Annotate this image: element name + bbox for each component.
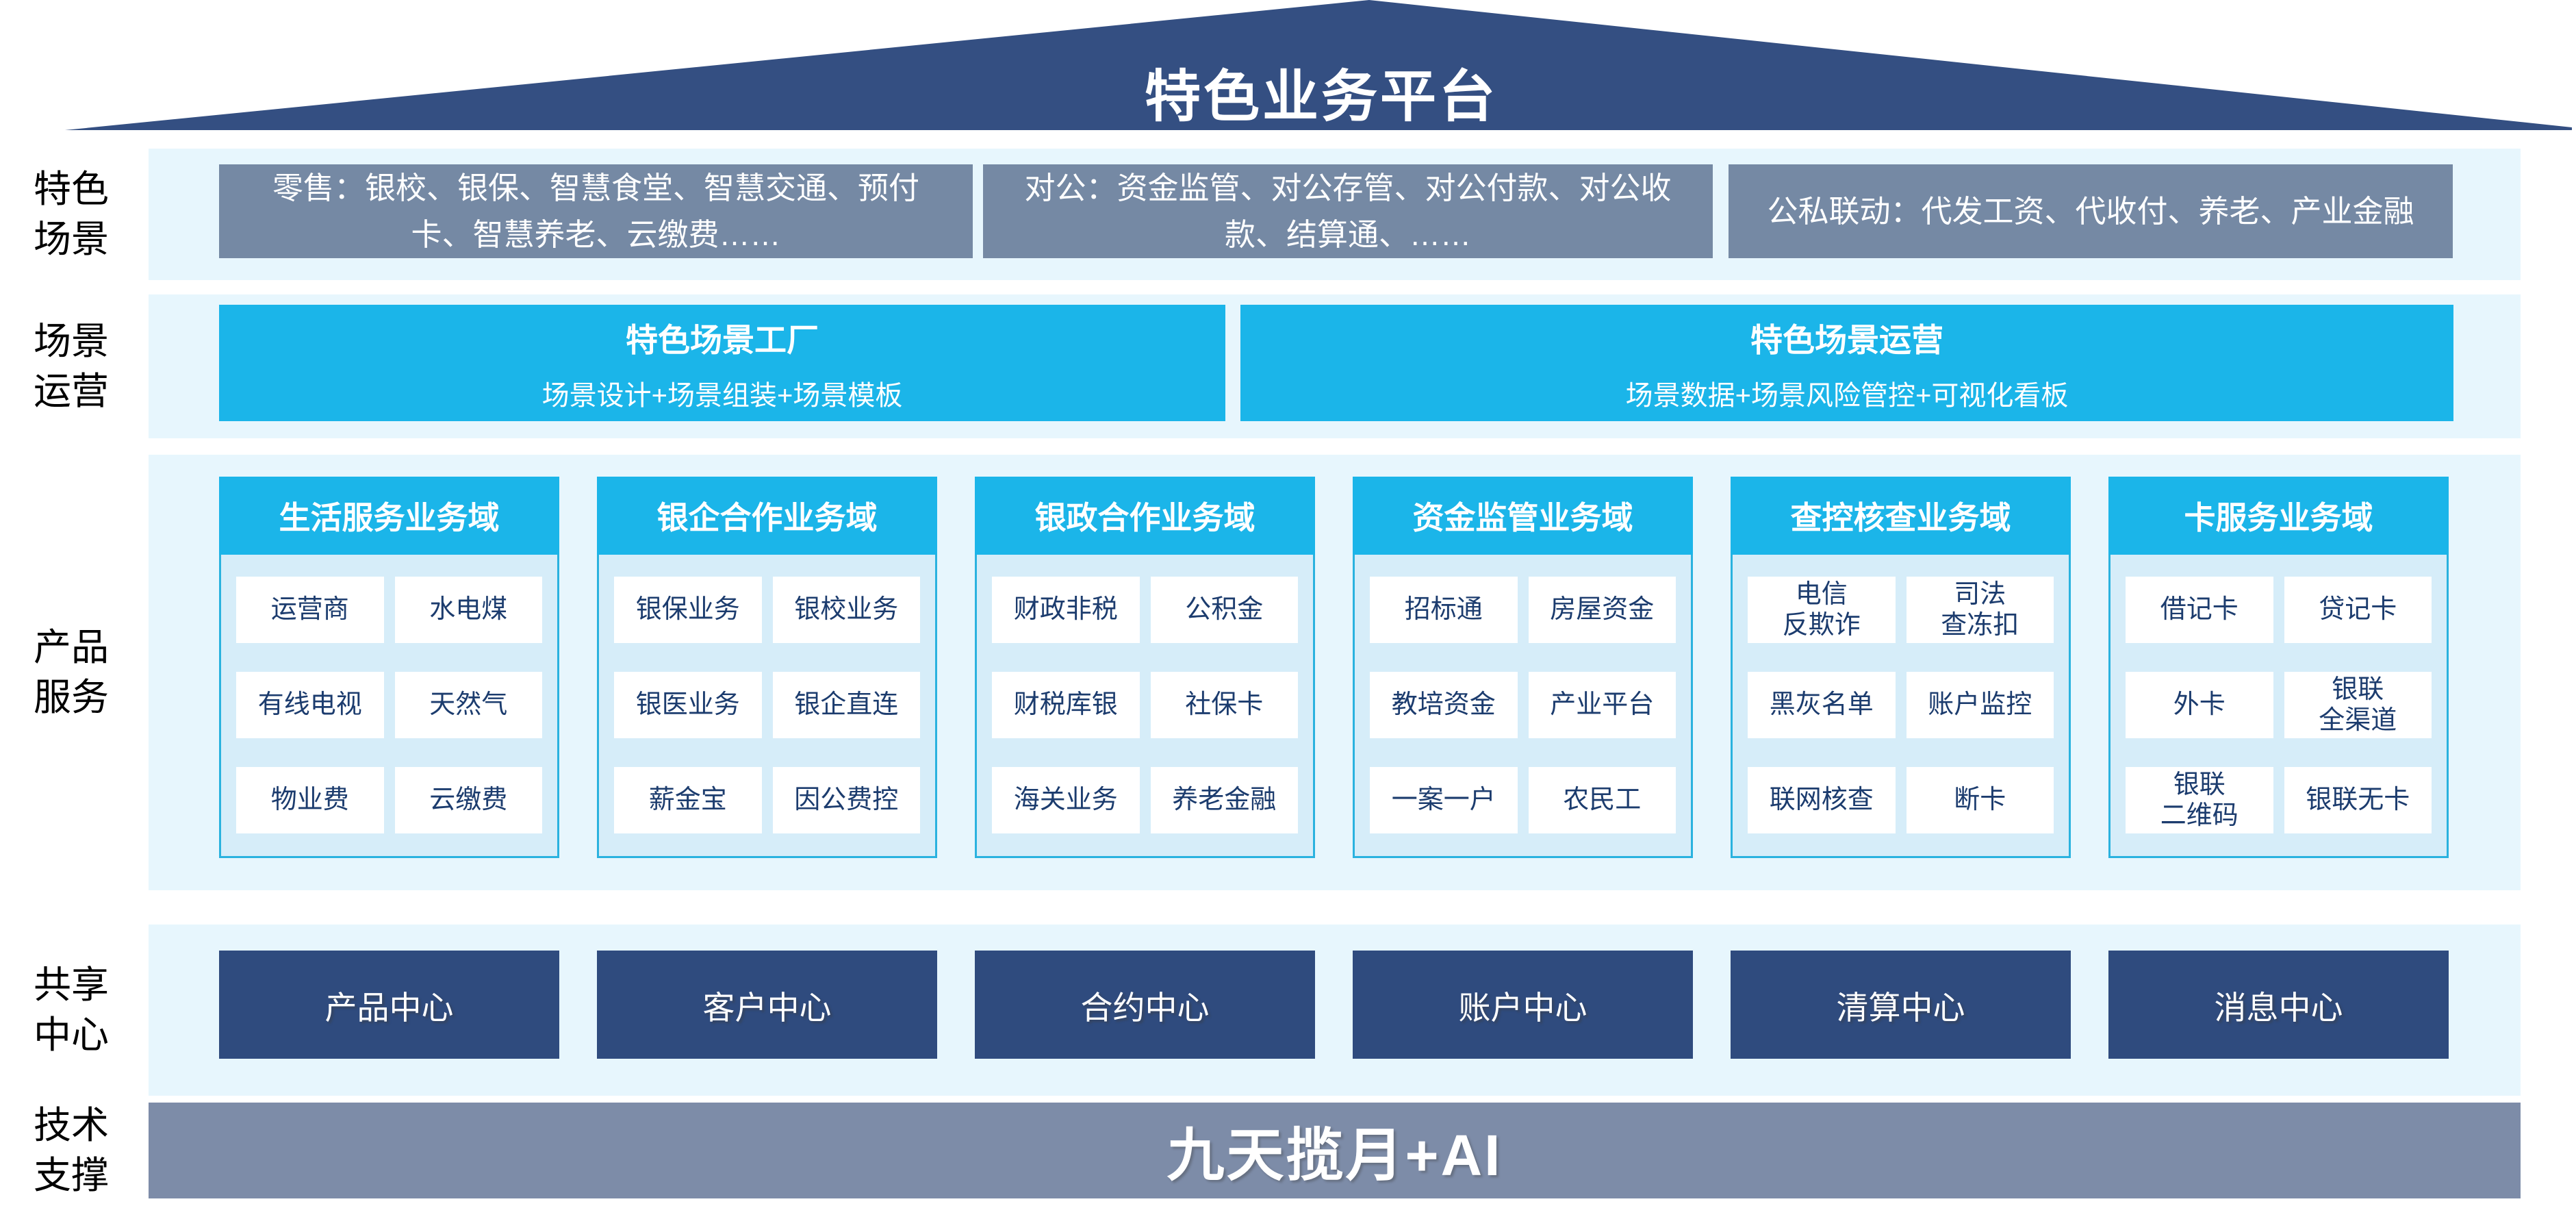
domain-item: 房屋资金 xyxy=(1528,577,1676,643)
domain-item: 银联无卡 xyxy=(2284,767,2432,833)
row-label-products: 产品 服务 xyxy=(33,626,109,718)
center-box-clearing: 清算中心 xyxy=(1731,951,2071,1059)
domain-item: 银联 全渠道 xyxy=(2284,672,2432,738)
domain-item: 银联 二维码 xyxy=(2126,767,2273,833)
domain-item: 农民工 xyxy=(1528,767,1676,833)
domain-body: 运营商 水电煤 有线电视 天然气 物业费 云缴费 xyxy=(219,555,559,858)
domain-item: 公积金 xyxy=(1150,577,1298,643)
shared-center-band: 产品中心 客户中心 合约中心 账户中心 清算中心 消息中心 xyxy=(149,925,2521,1096)
roof-shape xyxy=(65,0,2572,130)
row-label-shared-centers: 共享 中心 xyxy=(33,964,109,1056)
operation-box-title: 特色场景运营 xyxy=(1750,321,1943,358)
domain-item: 银校业务 xyxy=(772,577,920,643)
domain-item: 电信 反欺诈 xyxy=(1748,577,1896,643)
operation-box-subtitle: 场景数据+场景风险管控+可视化看板 xyxy=(1625,380,2069,411)
operation-box-subtitle: 场景设计+场景组装+场景模板 xyxy=(541,380,903,411)
domain-item: 银医业务 xyxy=(614,672,762,738)
domain-item: 教培资金 xyxy=(1370,672,1518,738)
domain-item: 海关业务 xyxy=(992,767,1140,833)
domain-item: 运营商 xyxy=(236,577,384,643)
domain-body: 借记卡 贷记卡 外卡 银联 全渠道 银联 二维码 银联无卡 xyxy=(2108,555,2449,858)
operation-band: 特色场景工厂 场景设计+场景组装+场景模板 特色场景运营 场景数据+场景风险管控… xyxy=(149,294,2521,438)
scenario-box-public-private: 公私联动：代发工资、代收付、养老、产业金融 xyxy=(1729,164,2453,258)
row-label-scenarios: 特色 场景 xyxy=(33,168,109,260)
domain-item: 联网核查 xyxy=(1748,767,1896,833)
domain-item: 黑灰名单 xyxy=(1748,672,1896,738)
operation-box-scene-factory: 特色场景工厂 场景设计+场景组装+场景模板 xyxy=(219,305,1225,421)
domain-header: 银企合作业务域 xyxy=(597,477,937,555)
domain-body: 电信 反欺诈 司法 查冻扣 黑灰名单 账户监控 联网核查 断卡 xyxy=(1731,555,2071,858)
domain-item: 天然气 xyxy=(394,672,542,738)
domain-item: 物业费 xyxy=(236,767,384,833)
domain-body: 银保业务 银校业务 银医业务 银企直连 薪金宝 因公费控 xyxy=(597,555,937,858)
domain-item: 薪金宝 xyxy=(614,767,762,833)
domain-item: 银保业务 xyxy=(614,577,762,643)
scenario-band: 零售：银校、银保、智慧食堂、智慧交通、预付卡、智慧养老、云缴费…… 对公：资金监… xyxy=(149,149,2521,280)
domain-item: 银企直连 xyxy=(772,672,920,738)
domain-header: 资金监管业务域 xyxy=(1353,477,1693,555)
center-box-customer: 客户中心 xyxy=(597,951,937,1059)
center-box-message: 消息中心 xyxy=(2108,951,2449,1059)
diagram-title: 特色业务平台 xyxy=(1144,66,1499,128)
domain-card-life-services: 生活服务业务域 运营商 水电煤 有线电视 天然气 物业费 云缴费 xyxy=(219,477,559,858)
domain-card-inquiry-control: 查控核查业务域 电信 反欺诈 司法 查冻扣 黑灰名单 账户监控 联网核查 断卡 xyxy=(1731,477,2071,858)
domain-item: 财政非税 xyxy=(992,577,1140,643)
domain-item: 有线电视 xyxy=(236,672,384,738)
center-box-product: 产品中心 xyxy=(219,951,559,1059)
operation-box-scene-operation: 特色场景运营 场景数据+场景风险管控+可视化看板 xyxy=(1240,305,2453,421)
domain-card-fund-supervision: 资金监管业务域 招标通 房屋资金 教培资金 产业平台 一案一户 农民工 xyxy=(1353,477,1693,858)
row-label-tech-support: 技术 支撑 xyxy=(33,1104,109,1196)
row-label-operations: 场景 运营 xyxy=(33,320,109,412)
domain-card-bank-government: 银政合作业务域 财政非税 公积金 财税库银 社保卡 海关业务 养老金融 xyxy=(975,477,1315,858)
domain-item: 司法 查冻扣 xyxy=(1906,577,2054,643)
domain-item: 一案一户 xyxy=(1370,767,1518,833)
center-box-contract: 合约中心 xyxy=(975,951,1315,1059)
domain-card-bank-enterprise: 银企合作业务域 银保业务 银校业务 银医业务 银企直连 薪金宝 因公费控 xyxy=(597,477,937,858)
domain-item: 因公费控 xyxy=(772,767,920,833)
domain-item: 云缴费 xyxy=(394,767,542,833)
domain-item: 养老金融 xyxy=(1150,767,1298,833)
domain-item: 招标通 xyxy=(1370,577,1518,643)
operation-box-title: 特色场景工厂 xyxy=(626,321,819,358)
domain-header: 查控核查业务域 xyxy=(1731,477,2071,555)
domain-item: 社保卡 xyxy=(1150,672,1298,738)
domain-header: 银政合作业务域 xyxy=(975,477,1315,555)
domain-item: 外卡 xyxy=(2126,672,2273,738)
tech-support-bar: 九天揽月+AI xyxy=(149,1103,2521,1198)
scenario-box-corporate: 对公：资金监管、对公存管、对公付款、对公收款、结算通、…… xyxy=(983,164,1713,258)
domain-item: 财税库银 xyxy=(992,672,1140,738)
domain-item: 水电煤 xyxy=(394,577,542,643)
domain-item: 借记卡 xyxy=(2126,577,2273,643)
domain-item: 断卡 xyxy=(1906,767,2054,833)
roof-banner xyxy=(65,0,2572,130)
domain-item: 贷记卡 xyxy=(2284,577,2432,643)
domain-body: 招标通 房屋资金 教培资金 产业平台 一案一户 农民工 xyxy=(1353,555,1693,858)
center-box-account: 账户中心 xyxy=(1353,951,1693,1059)
domain-body: 财政非税 公积金 财税库银 社保卡 海关业务 养老金融 xyxy=(975,555,1315,858)
domain-card-card-services: 卡服务业务域 借记卡 贷记卡 外卡 银联 全渠道 银联 二维码 银联无卡 xyxy=(2108,477,2449,858)
product-band: 生活服务业务域 运营商 水电煤 有线电视 天然气 物业费 云缴费 银企合作业务域… xyxy=(149,455,2521,890)
domain-header: 生活服务业务域 xyxy=(219,477,559,555)
domain-item: 账户监控 xyxy=(1906,672,2054,738)
scenario-box-retail: 零售：银校、银保、智慧食堂、智慧交通、预付卡、智慧养老、云缴费…… xyxy=(219,164,973,258)
domain-header: 卡服务业务域 xyxy=(2108,477,2449,555)
domain-item: 产业平台 xyxy=(1528,672,1676,738)
